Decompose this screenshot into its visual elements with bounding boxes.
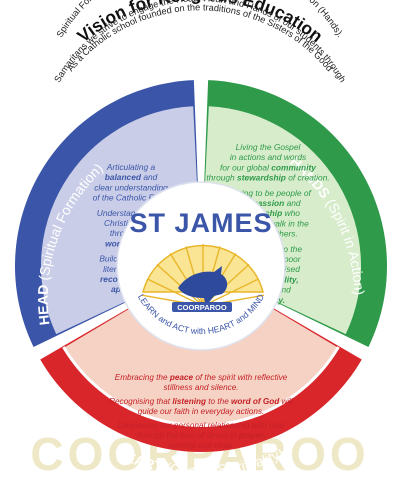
hands-blurb-1-text: community bbox=[271, 162, 316, 172]
heart-blurb-1-line: stillness and silence. bbox=[163, 383, 238, 392]
hands-blurb-2-line: Striving to be people of bbox=[225, 188, 312, 198]
heart-word-of-god: word of God bbox=[231, 397, 280, 406]
hands-blurb-1-suffix: of creation. bbox=[286, 173, 330, 183]
center-emblem: COORPAROO ST JAMES LEARN and ACT with HE… bbox=[116, 181, 286, 351]
hands-blurb-3-suffix: and bbox=[275, 285, 292, 295]
hands-blurb-1-text: Living the Gospel bbox=[236, 142, 302, 152]
heart-blurb-3-line: through the love of Jesus in prayer, bbox=[136, 431, 265, 440]
shell-rib bbox=[146, 278, 204, 307]
heart-blurb-3-text: prayer, bbox=[238, 431, 266, 440]
hands-blurb-2-text: compassion bbox=[235, 198, 284, 208]
heart-blurb-3-line: Deepening our personal relationship with… bbox=[118, 421, 285, 430]
hands-blurb-1-line: through stewardship of creation. bbox=[206, 173, 329, 183]
head-blurb-1-suffix: and bbox=[141, 172, 158, 182]
badge-text: COORPAROO bbox=[177, 303, 227, 312]
hands-blurb-1-text: in actions and words bbox=[230, 152, 307, 162]
heart-blurb-1-line: Embracing the peace of the spirit with r… bbox=[115, 373, 288, 382]
head-blurb-1-text: of the Catholic Faith. bbox=[93, 193, 170, 203]
hands-blurb-2-line: compassion and bbox=[235, 198, 301, 208]
hands-blurb-1-line: Living the Gospel bbox=[236, 142, 302, 152]
shell-rib bbox=[156, 263, 204, 307]
heart-blurb-2-line: Recognising that listening to the word o… bbox=[109, 397, 293, 406]
hands-blurb-2-suffix: who bbox=[282, 208, 300, 218]
heart-blurb-1-text: stillness and silence. bbox=[163, 383, 238, 392]
hands-blurb-1-line: in actions and words bbox=[230, 152, 307, 162]
head-blurb-1-line: of the Catholic Faith. bbox=[93, 193, 170, 203]
hands-blurb-1-prefix: for our global bbox=[220, 162, 271, 172]
heart-blurb-2-prefix: Recognising that bbox=[109, 397, 172, 406]
heart-blurbs: Embracing the peace of the spirit with r… bbox=[109, 373, 293, 450]
bird-icon bbox=[178, 266, 228, 306]
heart-blurb-2-line: guide our faith in everyday actions. bbox=[138, 407, 265, 416]
head-blurb-1-line: Articulating a bbox=[106, 162, 156, 172]
heart-blurb-2-suffix: to the bbox=[206, 397, 231, 406]
hands-blurb-1-text: stewardship bbox=[237, 173, 286, 183]
heart-blurb-2-text: listening bbox=[172, 397, 206, 406]
heart-blurb-3-text: Deepening our personal relationship with… bbox=[118, 421, 285, 430]
shell-rib bbox=[202, 278, 260, 307]
head-blurb-2-text: Understanding the bbox=[97, 208, 166, 218]
badge-banner bbox=[172, 302, 232, 312]
head-blurb-1-text: clear understanding bbox=[94, 182, 168, 192]
head-blurb-1-text: Articulating a bbox=[106, 162, 156, 172]
hands-blurb-1-line: for our global community bbox=[220, 162, 316, 172]
hands-blurb-2-suffix: and bbox=[284, 198, 301, 208]
heart-blurb-3-prefix: through the love of Jesus in bbox=[136, 431, 238, 440]
heart-blurb-2-text: guide our faith in everyday actions. bbox=[138, 407, 265, 416]
heart-blurb-1-prefix: Embracing the bbox=[115, 373, 170, 382]
school-name: ST JAMES bbox=[129, 208, 272, 238]
heart-blurb-1-suffix: of the spirit with reflective bbox=[193, 373, 288, 382]
heart-blurb-1-text: peace bbox=[169, 373, 194, 382]
heart-blurb-3-text: worship and ritual. bbox=[168, 441, 234, 450]
head-blurb-1-text: balanced bbox=[105, 172, 142, 182]
heart-blurb-3-line: worship and ritual. bbox=[168, 441, 234, 450]
hands-blurb-2-text: Striving to be people of bbox=[225, 188, 312, 198]
head-blurb-1-line: clear understanding bbox=[94, 182, 168, 192]
head-blurb-1-line: balanced and bbox=[105, 172, 158, 182]
hands-blurb-1-prefix: through bbox=[206, 173, 237, 183]
heart-will: will bbox=[279, 397, 293, 406]
head-blurb-2-line: Understanding the bbox=[97, 208, 166, 218]
